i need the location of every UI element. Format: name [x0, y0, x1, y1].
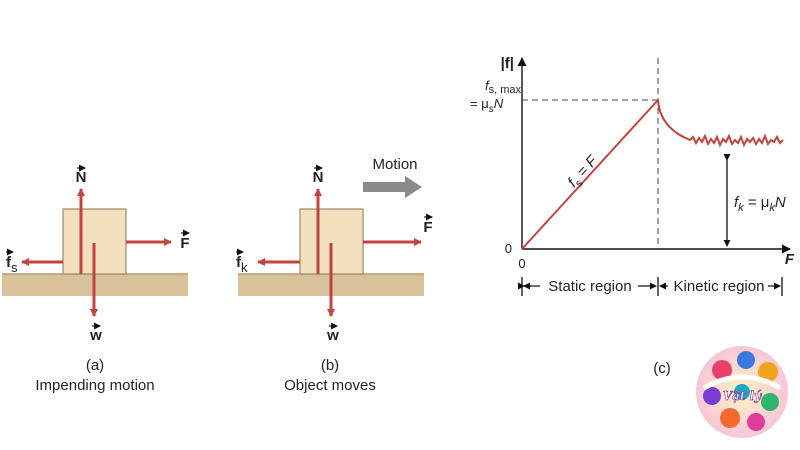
kinetic-region-label: Kinetic region: [674, 278, 765, 295]
region-bar: [518, 277, 783, 296]
static-region-label: Static region: [548, 278, 631, 295]
static-equation-label: fs = F: [564, 152, 603, 193]
y-axis-label: |f|: [501, 55, 514, 72]
panel-b-caption: Object moves: [284, 377, 376, 394]
motion-label: Motion: [372, 156, 417, 173]
panel-c-graph: |f| F 0 0 fs, max = μsN fs = F fk = μkN: [470, 55, 795, 377]
kinetic-equation-label: fk = μkN: [734, 194, 786, 214]
static-friction-line: [521, 99, 659, 250]
logo-text: Vật lý: [723, 389, 762, 403]
x-axis-label: F: [785, 251, 795, 268]
panel-c-tag: (c): [653, 360, 671, 377]
weight-label-b: w: [326, 327, 339, 344]
panel-a: N w F fs (a) Impending motion: [2, 164, 190, 394]
applied-label-b: F: [423, 219, 432, 236]
kinetic-friction-curve: [657, 99, 784, 148]
normal-label-b: N: [313, 169, 324, 186]
weight-label-a: w: [89, 327, 102, 344]
origin-y-label: 0: [505, 241, 512, 256]
fsmax-label-line1: fs, max: [485, 78, 522, 96]
panel-a-tag: (a): [86, 357, 104, 374]
friction-label-b: fk: [236, 254, 248, 275]
normal-label-a: N: [76, 169, 87, 186]
fsmax-label-line2: = μsN: [470, 96, 504, 115]
panel-a-caption: Impending motion: [35, 377, 154, 394]
motion-arrow: [363, 176, 422, 198]
panel-b: Motion N w F fk (b) Object moves: [236, 156, 433, 394]
panel-b-tag: (b): [321, 357, 339, 374]
applied-label-a: F: [180, 235, 189, 252]
friction-label-a: fs: [6, 254, 18, 275]
brand-logo: Vật lý: [696, 346, 788, 438]
origin-x-label: 0: [518, 256, 525, 271]
